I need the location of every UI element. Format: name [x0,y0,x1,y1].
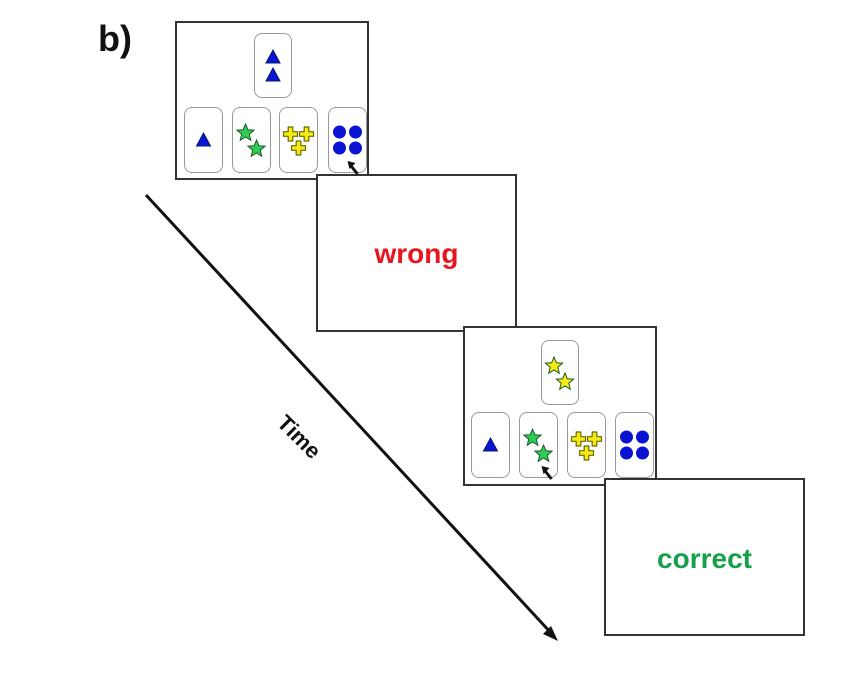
circle-icon [333,141,346,155]
choice-card-2[interactable] [232,107,271,173]
target-card [254,33,292,98]
circle-icon [349,125,362,139]
triangle-icon [482,436,499,452]
star-icon [522,427,543,447]
cross-icon [586,431,603,447]
star-icon [533,443,554,463]
choice-card-3[interactable] [279,107,318,173]
cross-icon [298,126,315,142]
circle-icon [333,125,346,139]
time-arrow-head-icon [543,626,558,641]
cursor-pointer-icon [541,466,550,474]
choice-card-4[interactable] [328,107,367,173]
circle-icon [636,446,649,460]
cursor-pointer-icon [347,161,356,169]
feedback-correct-text: correct [657,543,752,574]
star-icon [544,355,564,375]
trial-2-stimulus-panel [463,326,657,486]
feedback-wrong-text: wrong [374,238,459,269]
choice-card-3[interactable] [567,412,606,478]
circle-icon [636,430,649,444]
feedback-wrong-panel: wrong [316,174,517,332]
star-icon [246,138,267,158]
circle-icon [620,430,633,444]
target-card [541,340,579,405]
circle-icon [620,446,633,460]
cross-icon [282,126,299,142]
choice-card-4[interactable] [615,412,654,478]
cross-icon [570,431,587,447]
star-icon [555,371,575,391]
feedback-correct-panel: correct [604,478,805,636]
cross-icon [578,445,595,461]
triangle-icon [265,66,281,82]
figure-label: b) [98,18,132,59]
choice-card-2[interactable] [519,412,558,478]
circle-icon [349,141,362,155]
triangle-icon [265,48,281,64]
time-arrow-line [144,193,554,636]
star-icon [235,122,256,142]
trial-1-stimulus-panel [175,21,369,180]
cross-icon [290,140,307,156]
triangle-icon [195,131,212,147]
